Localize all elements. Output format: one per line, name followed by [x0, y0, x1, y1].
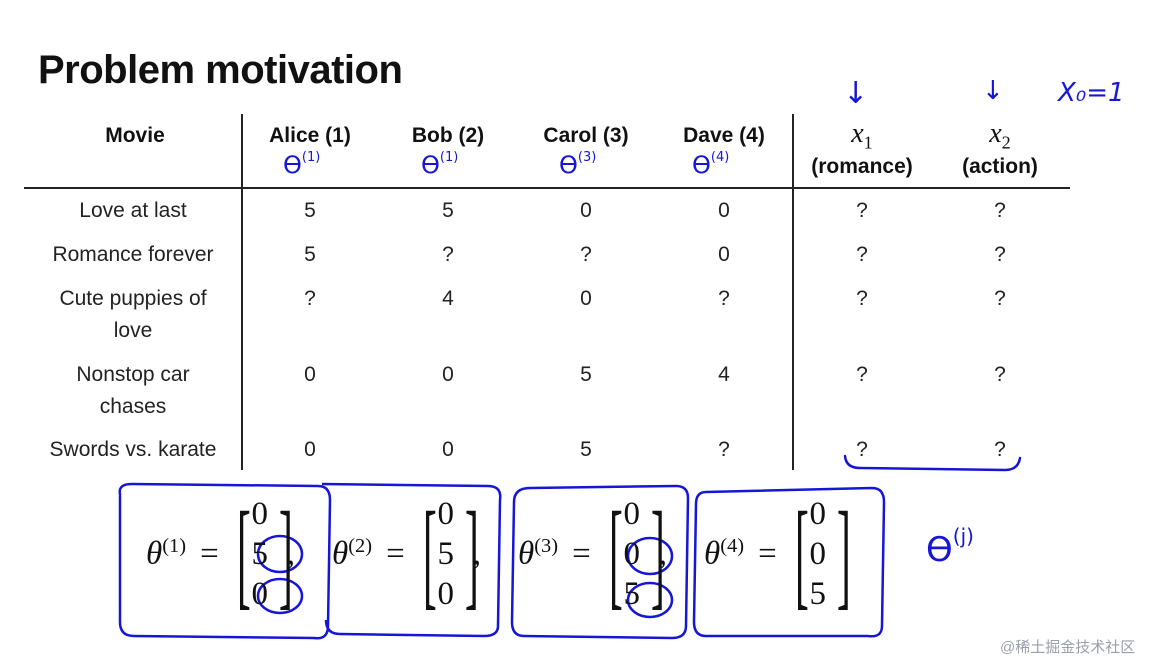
handwritten-theta-dave: ϴ(4) [692, 150, 730, 179]
handwritten-bracket-under-features [843, 454, 1022, 472]
page-title: Problem motivation [38, 48, 403, 92]
handwritten-theta-boxes [118, 482, 886, 640]
rating-cell: 0 [304, 438, 316, 461]
feature-cell: ? [856, 199, 868, 222]
feature-cell: ? [856, 243, 868, 266]
feature-cell: ? [994, 287, 1006, 310]
rating-cell: 0 [580, 287, 592, 310]
theta-symbol: θ(3) [518, 535, 559, 572]
rating-cell: 0 [442, 438, 454, 461]
movie-column-header: Movie [105, 124, 165, 147]
handwritten-theta-bob: ϴ(1) [421, 150, 459, 179]
user-header-bob: Bob (2) [411, 124, 485, 147]
movie-name-cell: Romance forever [52, 243, 214, 266]
table-movie-divider [241, 114, 243, 470]
rating-cell: 4 [718, 363, 730, 386]
rating-cell: 5 [580, 363, 592, 386]
rating-cell: 4 [442, 287, 454, 310]
vector-entry: 5 [623, 576, 640, 612]
table-feature-divider [792, 114, 794, 470]
handwritten-arrow-x2-icon: ↓ [982, 76, 1004, 106]
handwritten-theta-carol: ϴ(3) [559, 150, 597, 179]
rating-cell: 0 [718, 199, 730, 222]
left-bracket: [ [794, 487, 809, 620]
movie-name-cell: Swords vs. karate [49, 438, 217, 461]
rating-cell: 0 [442, 363, 454, 386]
feature-cell: ? [994, 243, 1006, 266]
left-bracket: [ [608, 487, 623, 620]
rating-cell: ? [580, 243, 592, 266]
rating-cell: ? [718, 287, 730, 310]
theta-vector-2: θ(2) = [ 0 5 0 ] , [332, 487, 481, 620]
theta-vector-1: θ(1) = [ 0 5 0 ] , [146, 487, 295, 620]
right-bracket: ] [836, 487, 851, 620]
handwritten-arrow-x1-icon: ↓ [843, 76, 869, 111]
feature-cell: ? [994, 438, 1006, 461]
vector-entry: 0 [809, 496, 826, 532]
rating-cell: 5 [304, 243, 316, 266]
rating-cell: 5 [304, 199, 316, 222]
theta-symbol: θ(2) [332, 535, 373, 572]
theta-symbol: θ(4) [704, 535, 745, 572]
handwritten-x0-note: X₀=1 [1058, 78, 1125, 108]
vector-entry: 0 [623, 536, 640, 572]
feature-cell: ? [856, 363, 868, 386]
feature-header-x2-label: (action) [962, 155, 1038, 178]
feature-cell: ? [994, 363, 1006, 386]
feature-cell: ? [856, 438, 868, 461]
rating-cell: 0 [580, 199, 592, 222]
table-header-divider [24, 187, 1070, 189]
movie-name-cell: Cute puppies of love [59, 287, 207, 342]
watermark: @稀土掘金技术社区 [1000, 639, 1136, 656]
right-bracket: ] [464, 487, 479, 620]
movie-name-cell: Nonstop car chases [76, 363, 190, 418]
left-bracket: [ [422, 487, 437, 620]
handwritten-theta-j: ϴ(j) [926, 524, 974, 570]
vector-entry: 5 [809, 576, 826, 612]
rating-cell: ? [442, 243, 454, 266]
feature-header-x2-symbol: x2 [989, 118, 1011, 153]
theta-vector-3: θ(3) = [ 0 0 5 ] , [518, 487, 667, 620]
feature-header-x1-symbol: x1 [851, 118, 873, 153]
user-header-carol: Carol (3) [543, 124, 629, 147]
rating-cell: 5 [580, 438, 592, 461]
theta-vector-4: θ(4) = [ 0 0 5 ] [704, 487, 851, 620]
rating-cell: 5 [442, 199, 454, 222]
vector-entry: 0 [437, 576, 454, 612]
rating-cell: ? [304, 287, 316, 310]
vector-entry: 5 [437, 536, 454, 572]
vector-entry: 0 [809, 536, 826, 572]
handwritten-theta-alice: ϴ(1) [283, 150, 321, 179]
theta-symbol: θ(1) [146, 535, 187, 572]
left-bracket: [ [236, 487, 251, 620]
feature-header-x1-label: (romance) [811, 155, 913, 178]
user-header-dave: Dave (4) [683, 124, 765, 147]
movie-name-cell: Love at last [79, 199, 187, 222]
rating-cell: 0 [304, 363, 316, 386]
right-bracket: ] [650, 487, 665, 620]
rating-cell: 0 [718, 243, 730, 266]
right-bracket: ] [278, 487, 293, 620]
vector-entry: 5 [251, 536, 268, 572]
vector-entry: 0 [437, 496, 454, 532]
vector-entry: 0 [251, 576, 268, 612]
feature-cell: ? [994, 199, 1006, 222]
vector-entry: 0 [623, 496, 640, 532]
vector-entry: 0 [251, 496, 268, 532]
feature-cell: ? [856, 287, 868, 310]
rating-cell: ? [718, 438, 730, 461]
user-header-alice: Alice (1) [269, 124, 351, 147]
